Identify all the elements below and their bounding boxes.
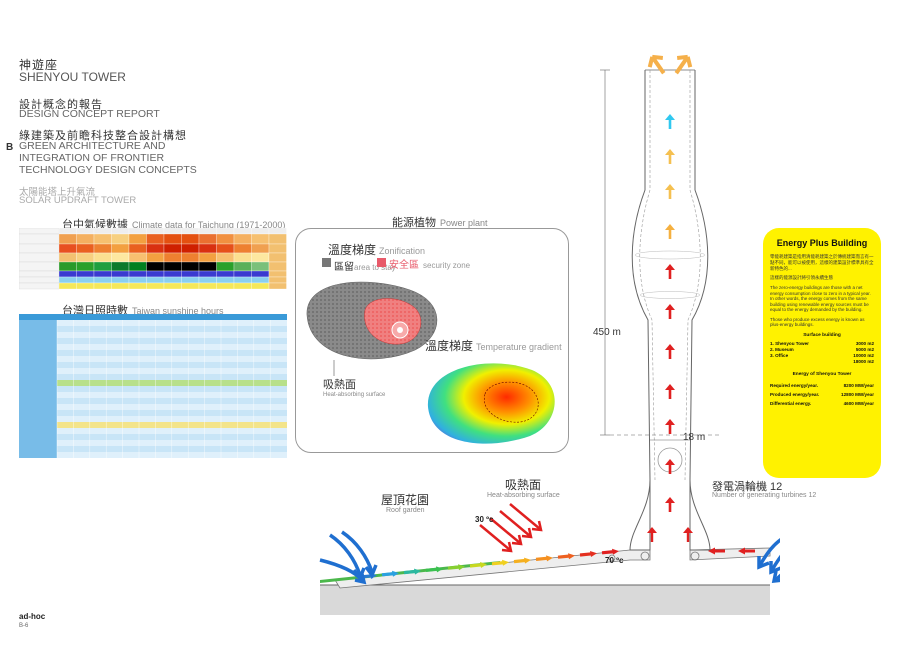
energy-row: Produced energy/year.12800 MW/year — [770, 391, 874, 397]
climate-table — [19, 228, 287, 290]
safe-legend-swatch — [377, 258, 386, 267]
report-zh: 設計概念的報告 — [19, 99, 103, 111]
exhaust-arrow-left — [647, 54, 666, 75]
report-en: DESIGN CONCEPT REPORT — [19, 108, 160, 120]
roof-garden-en: Roof garden — [386, 507, 425, 514]
energy-row: Required energy/year.8200 MW/year — [770, 382, 874, 388]
heat-surface-zh: 吸熱面 — [505, 478, 542, 492]
energy-box-zh: 零能耗建築是指用清能耗建築之於傳統建築而言有一點不同，能可以被使用，這樣的建築設… — [770, 254, 874, 271]
stay-legend: 區留area to stay — [334, 258, 396, 273]
gradient-en: Temperature gradient — [476, 342, 562, 352]
inflow-arrows-left — [319, 530, 378, 585]
width-label: 18 m — [683, 432, 706, 443]
tower-inner-right — [684, 70, 701, 481]
turbines-en: Number of generating turbines 12 — [712, 492, 817, 499]
energy-box-en-2: Those who produce excess energy is known… — [770, 316, 865, 328]
exhaust-arrow-right — [674, 54, 693, 75]
gradient-shape — [427, 363, 555, 444]
energy-plus-box: Energy Plus Building 零能耗建築是指用清能耗建築之於傳統建築… — [763, 228, 881, 478]
section-en-3: TECHNOLOGY DESIGN CONCEPTS — [19, 164, 197, 176]
stay-en: area to stay — [354, 263, 396, 272]
footer-brand: ad-hoc — [19, 612, 46, 621]
title-en: SHENYOU TOWER — [19, 70, 126, 84]
tower-outline — [629, 70, 711, 551]
sunshine-table — [19, 314, 287, 458]
roof-garden-zh: 屋頂花園 — [381, 493, 430, 507]
temperature-gradient-diagram — [427, 363, 555, 444]
height-label: 450 m — [593, 327, 621, 338]
power-plant-box — [295, 228, 569, 453]
zonification-en: Zonification — [379, 246, 426, 256]
surface-heading: Surface building — [803, 332, 841, 338]
section-letter: B — [6, 142, 14, 153]
energy-list: Required energy/year.8200 MW/year Produc… — [770, 381, 874, 408]
zonification-zh: 溫度梯度 — [328, 243, 377, 257]
section-zh: 綠建築及前瞻科技整合設計構想 — [19, 130, 187, 142]
absorb-leader-line — [333, 360, 335, 376]
footer-page: B-6 — [19, 623, 29, 629]
safe-zh: 安全區 — [389, 260, 419, 271]
temp-70-label: 70 ºc — [605, 556, 624, 565]
power-plant-title-zh: 能源植物 — [392, 217, 436, 229]
energy-row: Differential energy.4600 MW/year — [770, 400, 874, 406]
tower-inner-left — [639, 70, 656, 481]
collector-roof — [334, 549, 651, 589]
sub-zh: 太陽能塔上升氣流 — [19, 187, 96, 198]
energy-box-en: The zero-energy buildings are those with… — [770, 285, 871, 312]
sunshine-title-en: Taiwan sunshine hours — [132, 306, 224, 316]
energy-box-zh-2: 這樣的能源設計將引領永續生態 — [770, 275, 833, 280]
stay-legend-swatch — [322, 258, 331, 267]
inflow-arrows-right — [757, 538, 780, 583]
power-plant-title-en: Power plant — [440, 218, 488, 228]
tower-ring-1 — [634, 250, 706, 260]
section-en-2: INTEGRATION OF FRONTIER — [19, 152, 165, 164]
ground-mass — [320, 585, 770, 615]
tower-section-diagram — [319, 54, 780, 615]
heat-surface-en: Heat-absorbing surface — [487, 492, 560, 499]
tower-ring-2 — [639, 291, 701, 299]
temp-30-label: 30 ºc — [475, 515, 494, 524]
gradient-inner-contour — [484, 381, 539, 423]
energy-heading: Energy of Shenyou Tower — [792, 371, 852, 377]
energy-box-title: Energy Plus Building — [776, 238, 868, 248]
climate-title-en: Climate data for Taichung (1971-2000) — [132, 220, 286, 230]
rising-air-arrows — [647, 114, 693, 542]
title-zh: 神遊座 — [19, 58, 59, 72]
zonification-diagram — [306, 281, 438, 360]
section-en-1: GREEN ARCHITECTURE AND — [19, 140, 166, 152]
sub-en: SOLAR UPDRAFT TOWER — [19, 195, 137, 206]
absorb-label-zh: 吸熱面 — [323, 379, 356, 391]
solar-heat-arrows — [479, 503, 543, 553]
absorb-label-en: Heat-absorbing surface — [323, 392, 386, 398]
zonification-core-center — [397, 327, 403, 333]
safe-en: security zone — [423, 261, 471, 270]
safe-legend: 安全區 security zone — [389, 256, 470, 271]
turbines-zh: 發電渦輪機 12 — [712, 481, 783, 493]
surface-total: 18000 m2 — [853, 358, 874, 364]
turbines — [608, 551, 700, 562]
stay-zh: 區留 — [334, 262, 354, 273]
power-plant-caption: 能源植物 Power plant — [392, 214, 488, 230]
gradient-zh: 溫度梯度 — [425, 339, 474, 353]
